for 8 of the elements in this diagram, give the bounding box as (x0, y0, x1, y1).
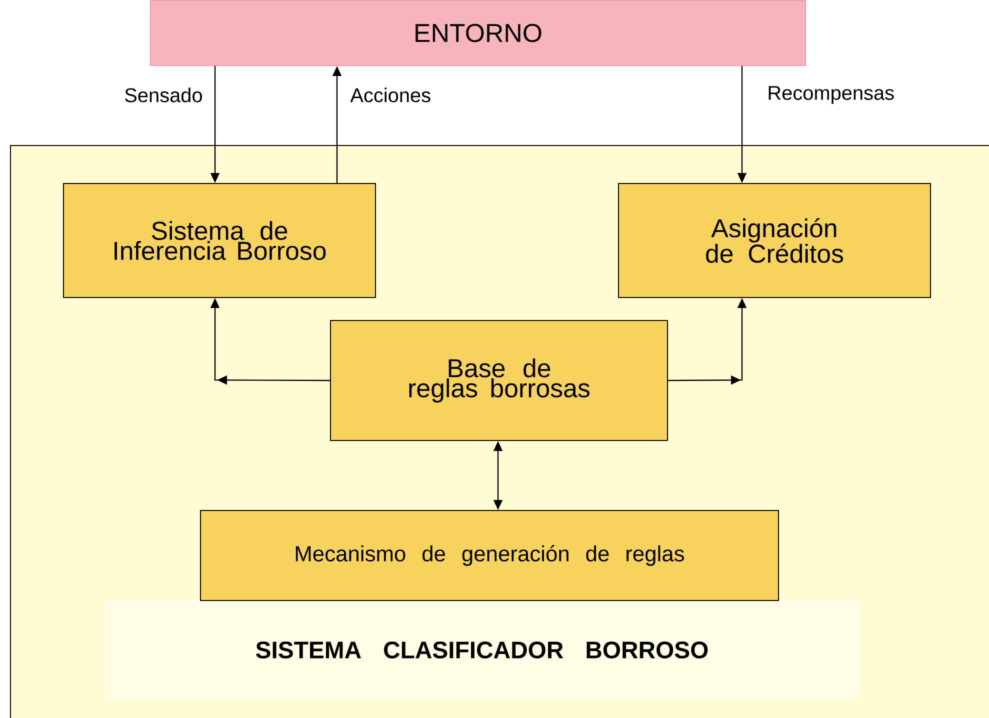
process-box: Asignación de Créditos (618, 183, 931, 298)
process-box: Mecanismo de generación de reglas (200, 510, 779, 601)
environment-box: ENTORNO (150, 0, 806, 66)
edge-label: Sensado (122, 86, 205, 104)
edge-label: Recompensas (765, 84, 897, 106)
edge-label: Acciones (348, 86, 434, 104)
process-box: Base de reglas borrosas (330, 320, 668, 441)
process-box: Sistema de Inferencia Borroso (63, 183, 376, 298)
